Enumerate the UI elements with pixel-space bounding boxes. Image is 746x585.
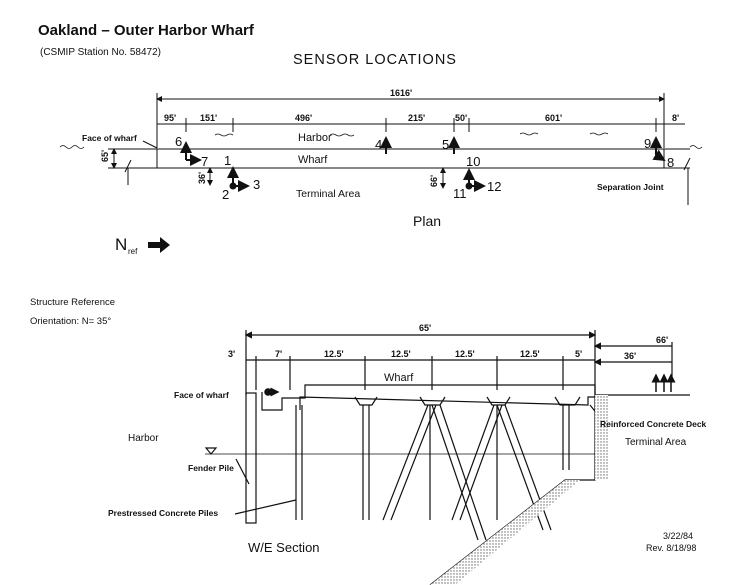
fender-pile — [245, 392, 257, 524]
plan-harbor-label: Harbor — [298, 132, 332, 144]
plan-mid-offset: 66' — [429, 175, 439, 187]
north-label: N — [115, 235, 127, 254]
sensor-6-label: 6 — [175, 134, 182, 149]
plan-terminal-area-label: Terminal Area — [296, 188, 360, 200]
sensor-5-label: 5 — [442, 137, 449, 152]
sensor-locations-heading: SENSOR LOCATIONS — [293, 52, 457, 68]
plan-left-offset: 36' — [197, 172, 207, 184]
deck-label: Reinforced Concrete Deck — [600, 419, 707, 429]
structure-reference-label: Structure Reference — [30, 297, 115, 308]
drawing-date: 3/22/84 — [663, 531, 693, 541]
sensor-11-label: 11 — [453, 186, 467, 201]
plan-right-offset: 8' — [672, 113, 679, 123]
section-overall-width: 65' — [419, 323, 431, 333]
section-bay-1: 3' — [228, 349, 235, 359]
section-right-outer: 66' — [656, 335, 668, 345]
sensor-2-dot — [229, 182, 237, 190]
sensor-1-label: 1 — [224, 153, 231, 168]
plan-overall-length: 1616' — [390, 88, 412, 98]
section-bay-4: 12.5' — [391, 349, 411, 359]
plan-view — [59, 93, 703, 205]
drawing-revision: Rev. 8/18/98 — [646, 543, 696, 553]
sensor-4-label: 4 — [375, 137, 382, 152]
wharf-plan-outline — [156, 148, 665, 169]
sensor-12-label: 12 — [487, 179, 501, 194]
separation-joint-label: Separation Joint — [597, 182, 664, 192]
plan-seg-5: 50' — [455, 113, 467, 123]
fender-pile-label: Fender Pile — [188, 463, 234, 473]
north-label-sub: ref — [128, 247, 138, 256]
plan-caption: Plan — [413, 213, 441, 229]
plan-wharf-label: Wharf — [298, 154, 328, 166]
water-level-icon — [204, 447, 218, 455]
section-wharf-label: Wharf — [384, 372, 414, 384]
sensor-11-dot — [465, 182, 473, 190]
north-arrow-icon — [148, 237, 170, 253]
drawing-title: Oakland – Outer Harbor Wharf — [38, 22, 254, 39]
station-number: (CSMIP Station No. 58472) — [40, 47, 161, 58]
sensor-8-arrow — [652, 149, 666, 162]
slope-hatching — [430, 480, 580, 585]
sensor-8-label: 8 — [667, 155, 674, 170]
section-right-inner: 36' — [624, 351, 636, 361]
sensor-3-label: 3 — [253, 177, 260, 192]
section-sensors — [264, 373, 676, 397]
section-terminal-area-label: Terminal Area — [625, 437, 687, 448]
section-harbor-label: Harbor — [128, 433, 159, 444]
plan-seg-1: 95' — [164, 113, 176, 123]
section-bay-3: 12.5' — [324, 349, 344, 359]
section-face-of-wharf-label: Face of wharf — [174, 390, 229, 400]
sensor-7-label: 7 — [201, 154, 208, 169]
sensor-9-label: 9 — [644, 136, 651, 151]
plan-width: 65' — [100, 150, 110, 162]
section-bay-2: 7' — [275, 349, 282, 359]
plan-seg-2: 151' — [200, 113, 217, 123]
sensor-arrows — [180, 136, 666, 192]
section-bay-7: 5' — [575, 349, 582, 359]
plan-face-of-wharf-label: Face of wharf — [82, 133, 137, 143]
orientation-label: Orientation: N= 35° — [30, 316, 111, 327]
plan-seg-6: 601' — [545, 113, 562, 123]
sensor-2-label: 2 — [222, 187, 229, 202]
sensor-10-label: 10 — [466, 154, 480, 169]
north-reference: N ref — [115, 235, 170, 256]
plan-seg-4: 215' — [408, 113, 425, 123]
section-deck-outline — [261, 384, 596, 411]
section-bay-5: 12.5' — [455, 349, 475, 359]
plan-seg-3: 496' — [295, 113, 312, 123]
section-caption: W/E Section — [248, 540, 320, 555]
piles-label: Prestressed Concrete Piles — [108, 508, 218, 518]
section-bay-6: 12.5' — [520, 349, 540, 359]
